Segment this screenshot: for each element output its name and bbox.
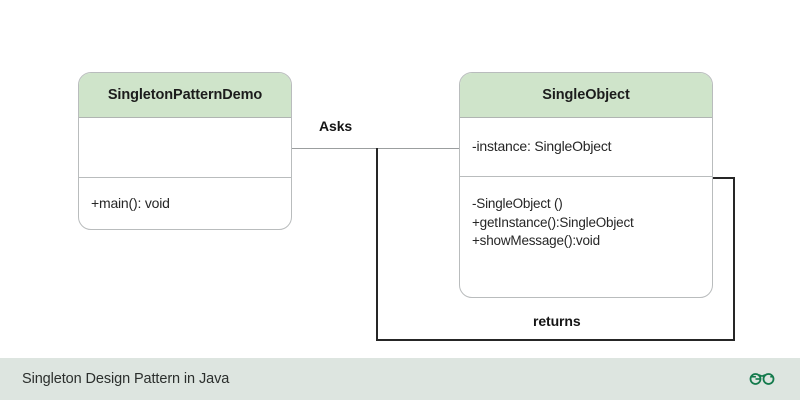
connector-returns-top-horizontal (713, 177, 735, 180)
uml-operations-compartment-single-object: -SingleObject () +getInstance():SingleOb… (460, 176, 712, 297)
edge-label-asks: Asks (316, 118, 356, 134)
connector-returns-bottom-horizontal (376, 339, 735, 342)
connector-asks-horizontal (292, 148, 459, 150)
geeksforgeeks-logo (748, 369, 778, 389)
uml-operation-show-message: +showMessage():void (472, 233, 600, 249)
uml-class-name-singleton-pattern-demo: SingletonPatternDemo (79, 73, 291, 118)
uml-attributes-compartment-demo (79, 118, 291, 177)
uml-attributes-compartment-single-object: -instance: SingleObject (460, 118, 712, 176)
connector-returns-left-vertical (376, 148, 379, 341)
uml-class-singleton-pattern-demo[interactable]: SingletonPatternDemo +main(): void (78, 72, 292, 230)
uml-operation-get-instance: +getInstance():SingleObject (472, 214, 634, 230)
uml-attribute-instance: -instance: SingleObject (472, 138, 612, 155)
connector-returns-right-vertical (733, 177, 736, 341)
footer-bar: Singleton Design Pattern in Java (0, 358, 800, 400)
uml-operation-main: +main(): void (91, 194, 170, 211)
uml-class-single-object[interactable]: SingleObject -instance: SingleObject -Si… (459, 72, 713, 298)
footer-caption: Singleton Design Pattern in Java (22, 371, 230, 387)
uml-class-name-single-object: SingleObject (460, 73, 712, 118)
edge-label-returns: returns (530, 313, 584, 329)
uml-operation-constructor: -SingleObject () (472, 196, 563, 211)
uml-operations-compartment-demo: +main(): void (79, 177, 291, 229)
